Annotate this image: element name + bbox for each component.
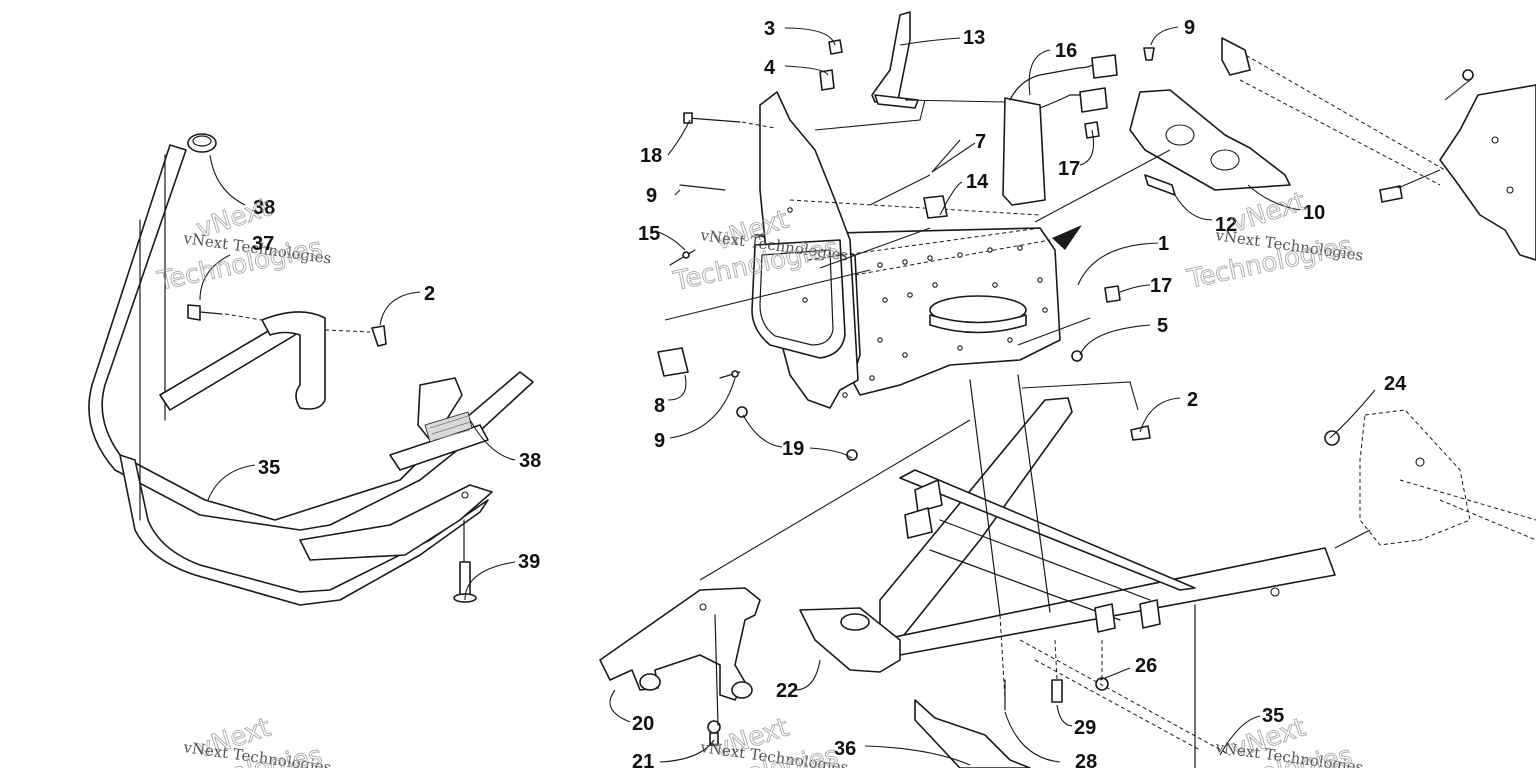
callout-9-bottom: 9 xyxy=(654,430,665,452)
callout-labels: 38 37 2 35 38 39 3 4 13 16 9 7 14 17 12 … xyxy=(252,17,1407,768)
callout-29: 36 xyxy=(834,738,856,760)
callout-2-right: 2 xyxy=(1187,389,1198,411)
watermark-1: vNext vNext Technologies Technologies xyxy=(154,192,333,297)
callout-10: 10 xyxy=(1303,202,1325,224)
mesh-badge xyxy=(424,411,473,443)
callout-3: 3 xyxy=(764,18,775,40)
callout-22: 26 xyxy=(1135,655,1157,677)
callout-15: 16 xyxy=(1055,40,1077,62)
lower-bracket xyxy=(599,587,1031,768)
leader-lines xyxy=(199,26,1471,766)
callout-24: 24 xyxy=(1384,373,1407,395)
callout-28: 35 xyxy=(1262,705,1284,727)
callout-21: 22 xyxy=(776,680,798,702)
callout-2-left: 2 xyxy=(424,283,435,305)
watermark-5: vNext vNext Technologies Technologies xyxy=(670,712,850,768)
callout-1: 1 xyxy=(1158,233,1169,255)
callout-4: 4 xyxy=(764,57,776,79)
callout-36: 38 xyxy=(253,197,275,219)
callout-26: 28 xyxy=(1075,751,1097,768)
callout-16-mid: 17 xyxy=(1150,275,1172,297)
callout-5: 5 xyxy=(1157,315,1168,337)
callout-19: 20 xyxy=(632,713,654,735)
callout-14: 15 xyxy=(638,223,660,245)
bumper-assembly xyxy=(88,133,534,606)
lower-frame xyxy=(799,374,1336,768)
callout-17: 18 xyxy=(640,145,662,167)
watermark-6: vNext vNext Technologies Technologies xyxy=(1184,712,1365,768)
callout-12: 13 xyxy=(963,27,985,49)
front-frame-assembly xyxy=(657,11,1536,746)
callout-38: 38 xyxy=(519,450,541,472)
callout-37: 37 xyxy=(252,233,274,255)
callout-16-top: 17 xyxy=(1058,158,1080,180)
panel-holes xyxy=(787,207,1048,398)
callout-11: 12 xyxy=(1215,214,1237,236)
watermarks: vNext vNext Technologies Technologies vN… xyxy=(154,186,1365,768)
callout-9-left: 9 xyxy=(646,185,657,207)
callout-27: 29 xyxy=(1074,717,1096,739)
callout-7: 7 xyxy=(975,131,986,153)
watermark-3: vNext vNext Technologies Technologies xyxy=(1184,186,1365,295)
callout-13: 14 xyxy=(966,171,989,193)
callout-35: 35 xyxy=(258,457,280,479)
callout-9-top: 9 xyxy=(1184,17,1195,39)
watermark-4: vNext vNext Technologies Technologies xyxy=(154,712,333,768)
callout-39: 39 xyxy=(518,551,540,573)
callout-20: 21 xyxy=(632,751,654,768)
callout-18: 19 xyxy=(782,438,804,460)
callout-8: 8 xyxy=(654,395,665,417)
